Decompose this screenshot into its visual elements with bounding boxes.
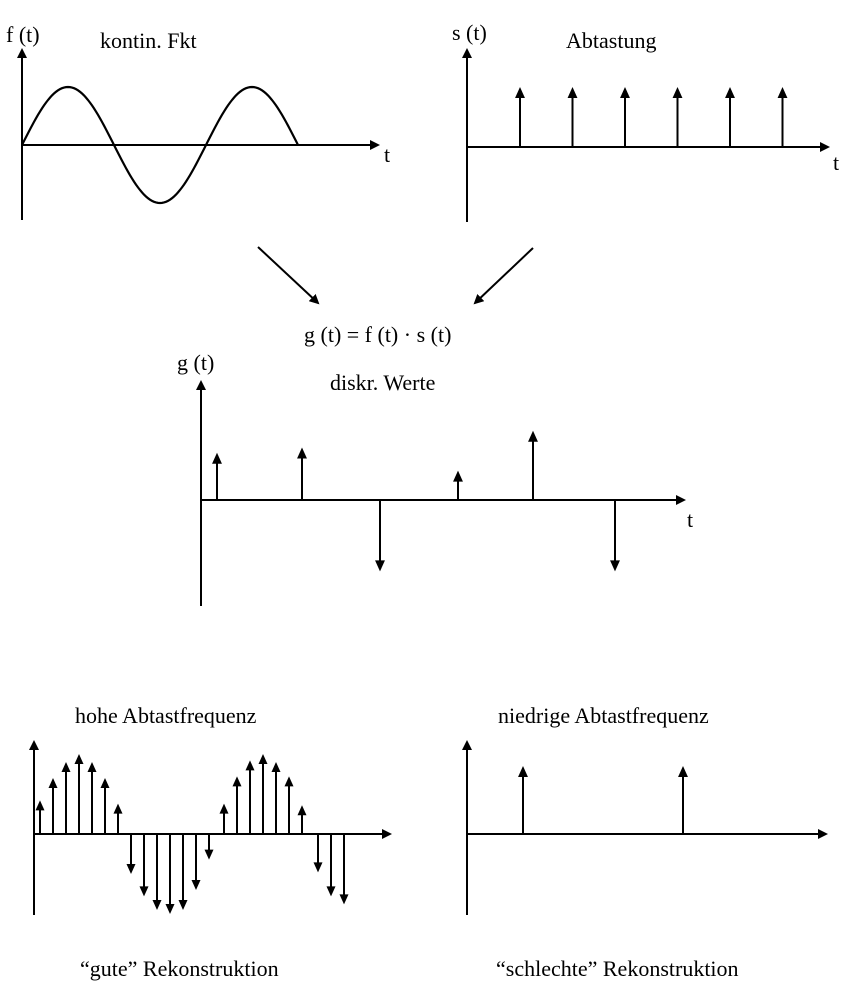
s-impulse [620,87,630,147]
high-impulse [74,754,84,834]
high-impulse [232,776,242,834]
g-axis-label: g (t) [177,350,214,375]
g-impulse [610,500,620,572]
panel-sampling: s (t) Abtastung t [452,20,839,222]
low-caption: “schlechte” Rekonstruktion [496,956,739,981]
g-impulse [212,452,222,500]
high-impulse [139,834,149,897]
s-impulse [567,87,578,147]
s-impulse [777,87,788,147]
s-t-label: t [833,150,839,175]
high-impulse [258,754,268,834]
panel-discrete-values: g (t) diskr. Werte t [177,350,693,606]
low-impulse [518,766,528,834]
g-impulse [528,430,538,500]
f-title: kontin. Fkt [100,28,197,53]
high-impulse [48,778,58,834]
high-impulse [204,834,214,860]
s-axis-label: s (t) [452,20,487,45]
high-caption: “gute” Rekonstruktion [80,956,279,981]
s-impulse [515,87,525,147]
s-title: Abtastung [566,28,656,53]
high-impulse [87,762,97,834]
high-impulse [326,834,336,897]
high-impulse [297,805,307,834]
arrow-from-s [473,247,534,305]
high-impulse [152,834,162,910]
g-impulse [375,500,385,572]
high-impulse [165,834,175,914]
high-title: hohe Abtastfrequenz [75,703,257,728]
high-impulse [100,778,110,834]
high-impulse [313,834,323,873]
high-impulse [219,803,229,834]
high-impulse [271,762,281,834]
g-t-label: t [687,507,693,532]
panel-low-sampling: niedrige Abtastfrequenz “schlechte” Reko… [462,703,828,981]
high-impulse [178,834,188,910]
low-title: niedrige Abtastfrequenz [498,703,709,728]
high-impulse [339,834,349,905]
high-impulse [191,834,201,890]
g-title: diskr. Werte [330,370,435,395]
s-impulse [725,87,735,147]
f-t-label: t [384,142,390,167]
high-impulse [245,760,255,834]
g-impulse [297,447,307,500]
arrow-from-f [257,246,320,305]
panel-high-sampling: hohe Abtastfrequenz “gute” Rekonstruktio… [29,703,392,981]
panel-continuous-function: f (t) kontin. Fkt t [6,22,390,220]
g-impulse [453,470,463,500]
high-impulse [35,800,45,834]
high-impulse [113,803,123,834]
high-impulse [126,834,136,874]
s-impulse [672,87,683,147]
formula: g (t) = f (t) · s (t) [304,322,451,347]
f-axis-label: f (t) [6,22,40,47]
high-impulse [61,762,71,834]
low-impulse [678,766,688,834]
sine-wave [21,85,299,205]
high-impulse [284,776,294,834]
